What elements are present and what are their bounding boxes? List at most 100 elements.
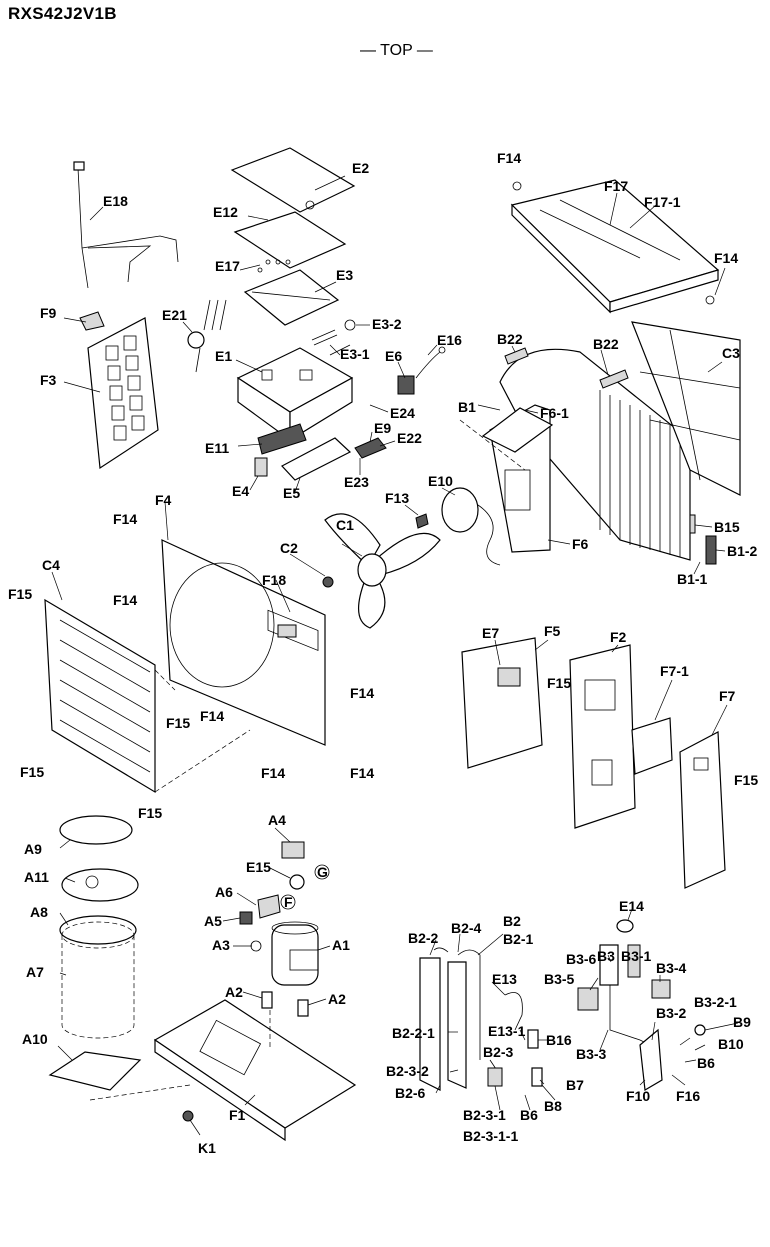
- holder-b1-2: [705, 535, 717, 565]
- label-b3-6: B3-6: [566, 951, 597, 967]
- cushion-rubber-a2-right: [297, 999, 309, 1017]
- propeller-fan-c1: [324, 513, 441, 629]
- label-f14-top: F14: [497, 150, 521, 166]
- label-b3-2: B3-2: [656, 1005, 687, 1021]
- label-a11: A11: [24, 869, 49, 885]
- screw-f14-top: [512, 181, 522, 191]
- label-b3: B3: [597, 948, 615, 964]
- valve-cap-b9: [694, 1024, 706, 1036]
- thermistor-e16: [415, 346, 446, 379]
- label-a4: A4: [268, 812, 286, 828]
- coil-e13: [504, 992, 523, 1031]
- drain-socket-k1: [182, 1110, 194, 1122]
- label-a2-right: A2: [328, 991, 346, 1007]
- pcb-e3: [243, 259, 340, 326]
- label-b8: B8: [544, 1098, 562, 1114]
- marker-g: [314, 864, 330, 880]
- label-c4: C4: [42, 557, 60, 573]
- label-f15-bottom-left: F15: [20, 764, 44, 780]
- label-a1: A1: [332, 937, 350, 953]
- label-b1-2: B1-2: [727, 543, 758, 559]
- label-f1: F1: [229, 1107, 246, 1123]
- label-f15-bottom: F15: [138, 805, 162, 821]
- label-c3: C3: [722, 345, 740, 361]
- label-b2-2: B2-2: [408, 930, 439, 946]
- label-b2-3-2: B2-3-2: [386, 1063, 429, 1079]
- cushion-rubber-a2-left: [261, 991, 273, 1009]
- label-e13: E13: [492, 971, 517, 987]
- plate-e5: [281, 437, 352, 481]
- label-e24: E24: [390, 405, 415, 421]
- heat-exchanger-b1: [499, 348, 691, 561]
- nut-e15: [289, 874, 305, 890]
- expansion-valve-b2-3: [487, 1067, 503, 1087]
- label-a3: A3: [212, 937, 230, 953]
- label-b1-1: B1-1: [677, 571, 708, 587]
- washer-a3: [250, 940, 262, 952]
- label-a7: A7: [26, 964, 44, 980]
- label-e7: E7: [482, 625, 499, 641]
- control-box-e1: [236, 347, 354, 442]
- label-e18: E18: [103, 193, 128, 209]
- label-c2: C2: [280, 540, 298, 556]
- label-e5: E5: [283, 485, 300, 501]
- sound-plate-a11: [61, 868, 139, 902]
- label-a2-left: A2: [225, 984, 243, 1000]
- label-a5: A5: [204, 913, 222, 929]
- label-f15-f7: F15: [734, 772, 758, 788]
- label-g: G: [317, 864, 328, 880]
- label-f6-1: F6-1: [540, 405, 569, 421]
- label-f14-panel-top: F14: [113, 511, 137, 527]
- cover-f7-1: [631, 717, 673, 775]
- label-b22-left: B22: [497, 331, 523, 347]
- stop-valve-f10: [639, 1028, 663, 1091]
- control-box-cover-e2: [230, 147, 356, 213]
- clip-b15: [689, 514, 696, 534]
- screw-f13: [415, 513, 429, 529]
- bottom-frame-f1: [153, 999, 357, 1142]
- sound-insulation-a8: [59, 915, 137, 945]
- label-f10: F10: [626, 1088, 650, 1104]
- label-b1: B1: [458, 399, 476, 415]
- clip-f9: [79, 311, 105, 331]
- valve-b8: [531, 1067, 543, 1087]
- four-way-valve-b3: [599, 944, 661, 1051]
- coil-e14: [616, 919, 634, 933]
- terminal-cover-a4: [281, 841, 305, 859]
- side-plate-f2: [569, 644, 636, 829]
- label-a10: A10: [22, 1031, 48, 1047]
- label-c1: C1: [336, 517, 354, 533]
- label-b6-right: B6: [697, 1055, 715, 1071]
- label-b2-3-1: B2-3-1: [463, 1107, 506, 1123]
- label-e14: E14: [619, 898, 644, 914]
- fan-motor-e10: [441, 487, 501, 566]
- label-f5: F5: [544, 623, 561, 639]
- label-e16: E16: [437, 332, 462, 348]
- label-f2: F2: [610, 629, 627, 645]
- screw-f14-top-right: [705, 295, 715, 305]
- tie-strip-b22-right: [599, 369, 629, 389]
- label-b2-2-1: B2-2-1: [392, 1025, 435, 1041]
- terminal-e4: [254, 457, 268, 477]
- compressor-a1: [271, 921, 319, 986]
- bracket-a6: [257, 894, 281, 919]
- label-f14-bottom: F14: [261, 765, 285, 781]
- label-e10: E10: [428, 473, 453, 489]
- label-b2-1: B2-1: [503, 931, 534, 947]
- label-a9: A9: [24, 841, 42, 857]
- muffler-b3-5: [577, 987, 599, 1011]
- label-f9: F9: [40, 305, 57, 321]
- label-f14-panel-right: F14: [350, 685, 374, 701]
- label-b22-right: B22: [593, 336, 619, 352]
- sound-plate-a10: [48, 1051, 142, 1091]
- label-b9: B9: [733, 1014, 751, 1030]
- label-b3-4: B3-4: [656, 960, 687, 976]
- label-b2-4: B2-4: [451, 920, 482, 936]
- partition-plate-f3: [87, 317, 159, 470]
- label-f3: F3: [40, 372, 57, 388]
- sound-plate-a9: [59, 815, 133, 845]
- mount-plate-f6-1: [481, 407, 554, 453]
- label-e13-1: E13-1: [488, 1023, 526, 1039]
- label-a8: A8: [30, 904, 48, 920]
